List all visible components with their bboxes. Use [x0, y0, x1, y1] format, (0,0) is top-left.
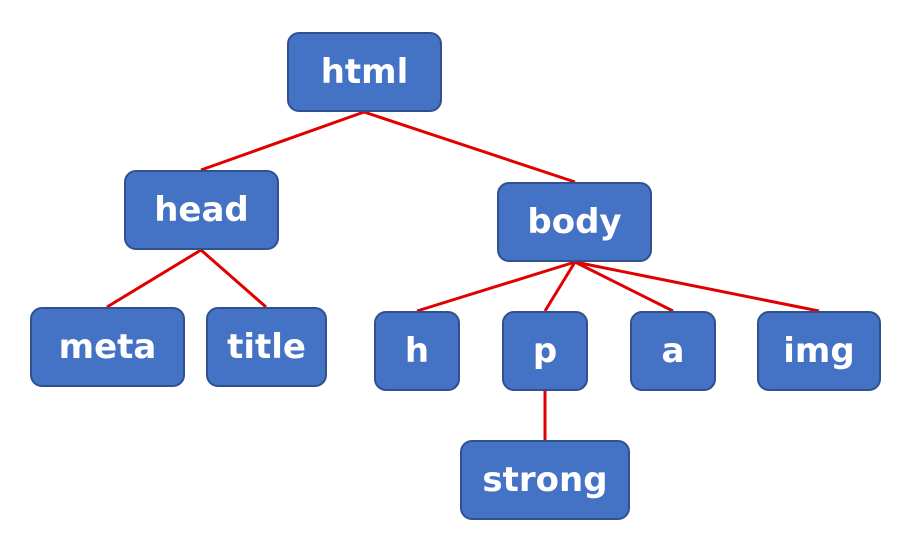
edge-body-img — [574, 260, 820, 313]
node-a: a — [630, 311, 716, 391]
node-meta: meta — [30, 307, 185, 387]
edge-html-head — [200, 110, 365, 172]
node-title: title — [206, 307, 327, 387]
edge-body-h — [416, 260, 576, 313]
node-strong: strong — [460, 440, 630, 520]
edge-body-p — [543, 261, 577, 312]
node-p: p — [502, 311, 588, 391]
edge-head-meta — [106, 248, 202, 309]
node-head: head — [124, 170, 279, 250]
edge-html-body — [363, 110, 576, 184]
edge-body-a — [574, 260, 674, 313]
node-h: h — [374, 311, 460, 391]
node-img: img — [757, 311, 881, 391]
edge-head-title — [200, 248, 267, 309]
node-html: html — [287, 32, 442, 112]
node-body: body — [497, 182, 652, 262]
